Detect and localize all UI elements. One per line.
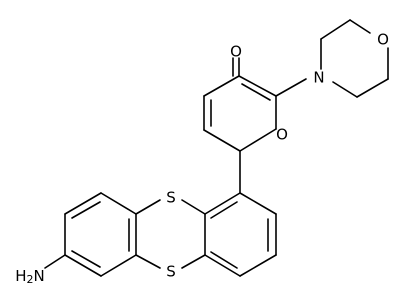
ring-oxygen-label: O	[276, 126, 288, 144]
bond	[239, 192, 277, 215]
morpholine-nitrogen-label: N	[313, 69, 324, 87]
bond	[239, 128, 277, 152]
bond	[356, 78, 389, 98]
bond	[100, 192, 137, 215]
bond	[64, 254, 102, 277]
bond	[349, 19, 371, 34]
bond	[241, 83, 271, 101]
bond	[238, 75, 277, 97]
bond	[100, 254, 137, 277]
bond	[44, 254, 66, 269]
bond	[71, 201, 101, 219]
bond	[181, 254, 206, 269]
bond	[332, 81, 358, 98]
bond	[135, 199, 161, 215]
bond	[71, 250, 101, 268]
carbonyl-oxygen-label: O	[230, 43, 242, 61]
bond	[204, 254, 241, 277]
bond	[135, 254, 161, 269]
bond	[203, 75, 240, 97]
bond	[210, 201, 238, 219]
bond	[239, 254, 277, 277]
bond	[64, 192, 102, 215]
sulfur-bottom-label: S	[166, 263, 176, 281]
morpholine-oxygen-label: O	[377, 31, 389, 49]
bond	[204, 192, 241, 215]
amine-label: H2N	[15, 267, 45, 287]
bond	[203, 129, 241, 152]
bond	[320, 19, 351, 40]
sulfur-top-label: S	[166, 189, 176, 207]
bond	[210, 251, 238, 269]
bond	[275, 78, 307, 97]
bond	[181, 199, 206, 215]
